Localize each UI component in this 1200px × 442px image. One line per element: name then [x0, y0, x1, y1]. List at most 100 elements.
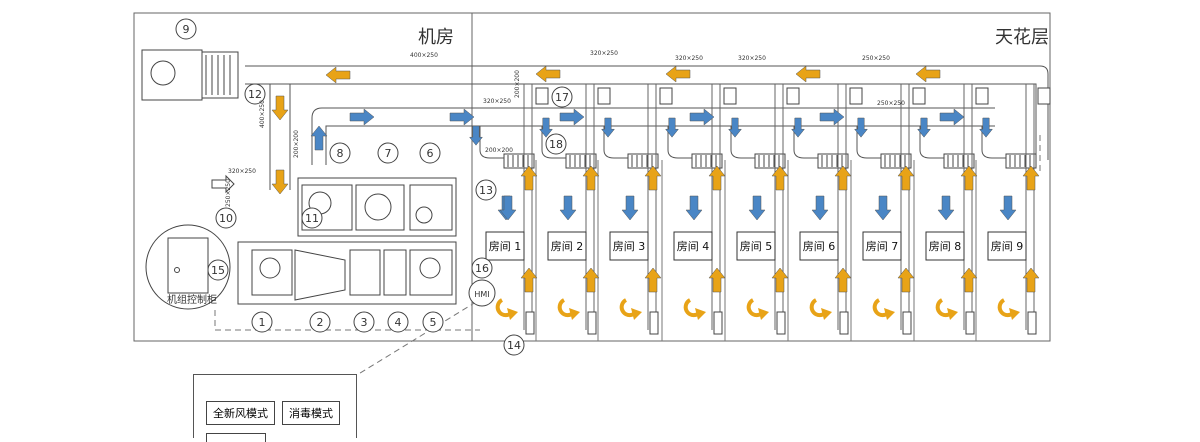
- room-label: 房间 8: [929, 240, 962, 253]
- supply-branch: [981, 126, 1006, 159]
- supply-air-arrow: [939, 108, 965, 126]
- supply-air-arrow: [499, 195, 517, 221]
- callout-number: 18: [549, 138, 563, 151]
- room-box: [736, 231, 776, 261]
- room-box: [799, 231, 839, 261]
- recirculation-arrow-head: [569, 308, 580, 320]
- room-box: [987, 231, 1027, 261]
- return-air-arrow: [708, 267, 726, 293]
- disinfect-mode-button[interactable]: 消毒模式: [282, 401, 340, 425]
- callout-number: 12: [248, 88, 262, 101]
- return-grille: [902, 311, 912, 335]
- return-air-arrow: [1022, 165, 1040, 191]
- callout-circle: [309, 311, 331, 333]
- return-air-arrow: [1022, 267, 1040, 293]
- supply-air-arrow: [791, 117, 805, 138]
- fan-unit-9: [141, 49, 239, 101]
- callout-number: 6: [427, 147, 434, 160]
- control-cabinet: 机组控制柜: [145, 224, 231, 310]
- return-air-arrow: [897, 165, 915, 191]
- return-air-arrow: [644, 165, 662, 191]
- duct-size-label: 320×250: [675, 55, 703, 62]
- return-air-arrow: [582, 165, 600, 191]
- duct-size-label: 400×250: [410, 52, 438, 59]
- callout-number: 13: [479, 184, 493, 197]
- return-air-arrow: [665, 65, 691, 83]
- return-grille: [839, 311, 849, 335]
- recirculation-arrow-head: [1009, 308, 1020, 320]
- supply-duct: [311, 107, 995, 165]
- return-duct: [245, 65, 1049, 190]
- room-box: [547, 231, 587, 261]
- return-air-arrow: [771, 165, 789, 191]
- supply-air-arrow: [854, 117, 868, 138]
- return-grille: [1027, 311, 1037, 335]
- callout-circle: [419, 142, 441, 164]
- supply-air-arrow: [621, 195, 639, 221]
- supply-branch: [667, 126, 692, 159]
- recirculation-arrow-head: [695, 308, 706, 320]
- callout-number: 2: [317, 316, 324, 329]
- air-handler-lower: [237, 241, 457, 305]
- return-grille: [525, 311, 535, 335]
- callout-circle: [329, 142, 351, 164]
- duct-size-label: 200×200: [293, 130, 300, 158]
- duct-size-label: 200×200: [485, 147, 513, 154]
- duct-size-label: 320×250: [590, 50, 618, 57]
- hmi-device: HMI: [468, 279, 496, 307]
- return-grille: [776, 311, 786, 335]
- machine-room-label: 机房: [418, 27, 454, 48]
- recirculation-arrow-head: [758, 308, 769, 320]
- room-box: [609, 231, 649, 261]
- room-label: 房间 6: [803, 240, 836, 253]
- callout-number: 16: [475, 262, 489, 275]
- recirculation-arrow-head: [947, 308, 958, 320]
- return-air-arrow: [535, 65, 561, 83]
- supply-diffuser: [880, 153, 912, 169]
- supply-air-arrow: [685, 195, 703, 221]
- return-air-arrow: [960, 267, 978, 293]
- callout-number: 8: [337, 147, 344, 160]
- callout-circle: [545, 133, 567, 155]
- supply-branch: [479, 126, 504, 159]
- return-air-arrow: [960, 165, 978, 191]
- room-box: [862, 231, 902, 261]
- callout-circle: [387, 311, 409, 333]
- supply-branch: [793, 126, 818, 159]
- callout-number: 17: [555, 91, 569, 104]
- fresh-air-mode-button[interactable]: 全新风模式: [206, 401, 275, 425]
- supply-branch: [730, 126, 755, 159]
- supply-air-arrow: [665, 117, 679, 138]
- duct-size-label: 250×250: [225, 179, 232, 207]
- supply-air-arrow: [728, 117, 742, 138]
- callout-circle: [503, 334, 525, 356]
- supply-branch: [603, 126, 628, 159]
- return-air-arrow: [795, 65, 821, 83]
- callout-number: 15: [211, 264, 225, 277]
- return-air-arrow: [771, 267, 789, 293]
- return-air-arrow: [520, 267, 538, 293]
- supply-diffuser: [817, 153, 849, 169]
- return-grille: [649, 311, 659, 335]
- supply-air-arrow: [748, 195, 766, 221]
- return-air-arrow: [708, 165, 726, 191]
- hmi-panel-next-button[interactable]: [206, 433, 266, 442]
- room-box: [673, 231, 713, 261]
- ceiling-label: 天花层: [995, 27, 1049, 48]
- supply-air-arrow: [874, 195, 892, 221]
- callout-circle: [377, 142, 399, 164]
- hmi-label: HMI: [474, 290, 489, 299]
- supply-air-arrow: [601, 117, 615, 138]
- supply-air-arrow: [449, 108, 475, 126]
- damper: [786, 87, 800, 105]
- damper: [659, 87, 673, 105]
- room-label: 房间 2: [551, 240, 584, 253]
- supply-branch: [919, 126, 944, 159]
- callout-circle: [244, 83, 266, 105]
- supply-diffuser: [627, 153, 659, 169]
- duct-size-label: 320×250: [228, 168, 256, 175]
- supply-air-arrow: [937, 195, 955, 221]
